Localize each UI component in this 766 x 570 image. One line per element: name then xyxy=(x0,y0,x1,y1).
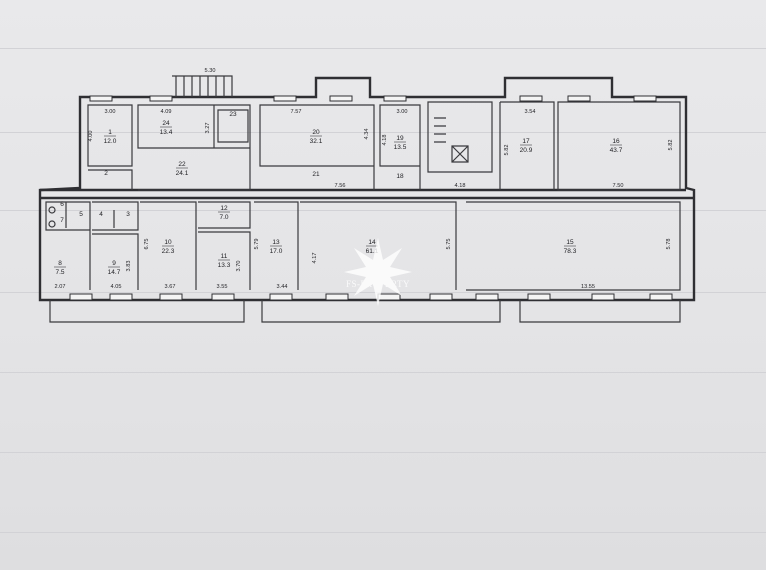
room-area-19: 13.5 xyxy=(394,144,407,151)
room-number-21: 21 xyxy=(312,171,320,178)
room-area-13: 17.0 xyxy=(270,248,283,255)
dimension-label: 7.57 xyxy=(291,109,302,115)
room-number-20: 20 xyxy=(312,129,320,136)
room-number-1: 1 xyxy=(108,129,112,136)
sink-icon xyxy=(48,206,56,214)
room-number-7: 7 xyxy=(60,217,64,224)
dimension-label: 6.75 xyxy=(144,239,150,250)
room-number-17: 17 xyxy=(522,138,530,145)
room-number-8: 8 xyxy=(58,260,62,267)
room-number-15: 15 xyxy=(566,239,574,246)
dimension-label: 4.00 xyxy=(88,131,94,142)
dimension-label: 5.79 xyxy=(254,239,260,250)
dimension-label: 3.55 xyxy=(217,284,228,290)
dimension-label: 3.00 xyxy=(397,109,408,115)
room-area-10: 22.3 xyxy=(162,248,175,255)
dimension-label: 5.82 xyxy=(504,145,510,156)
room-number-9: 9 xyxy=(112,260,116,267)
stair-symbol xyxy=(434,117,469,163)
window-set xyxy=(69,95,673,301)
room-labels: 112.023456787.5914.71022.31113.3127.0131… xyxy=(54,111,623,276)
room-number-23: 23 xyxy=(229,111,237,118)
room-number-19: 19 xyxy=(396,135,404,142)
room-number-12: 12 xyxy=(220,205,228,212)
room-area-9: 14.7 xyxy=(108,269,121,276)
dimension-label: 5.30 xyxy=(205,68,216,74)
room-number-16: 16 xyxy=(612,138,620,145)
upper-partitions xyxy=(87,101,681,191)
dimension-label: 7.56 xyxy=(335,183,346,189)
watermark-text: FS-PROPERTY xyxy=(346,279,410,289)
room-number-4: 4 xyxy=(99,211,103,218)
dimension-label: 4.05 xyxy=(111,284,122,290)
lower-partitions xyxy=(45,201,681,291)
dimension-label: 7.50 xyxy=(613,183,624,189)
dimension-labels: 5.303.004.004.093.277.574.343.004.183.54… xyxy=(55,68,674,290)
dimension-label: 3.70 xyxy=(236,261,242,272)
room-area-8: 7.5 xyxy=(55,269,64,276)
dimension-label: 2.07 xyxy=(55,284,66,290)
room-area-12: 7.0 xyxy=(219,214,228,221)
room-area-14: 61.1 xyxy=(366,248,379,255)
dimension-label: 13.55 xyxy=(581,284,595,290)
dimension-label: 4.18 xyxy=(382,135,388,146)
room-area-11: 13.3 xyxy=(218,262,231,269)
dimension-label: 4.18 xyxy=(455,183,466,189)
room-area-1: 12.0 xyxy=(104,138,117,145)
room-number-18: 18 xyxy=(396,173,404,180)
dimension-label: 3.00 xyxy=(105,109,116,115)
room-area-24: 13.4 xyxy=(160,129,173,136)
top-stair xyxy=(172,75,233,97)
dimension-label: 3.67 xyxy=(165,284,176,290)
room-number-10: 10 xyxy=(164,239,172,246)
dimension-label: 3.44 xyxy=(277,284,288,290)
room-number-11: 11 xyxy=(221,253,228,260)
dimension-label: 4.09 xyxy=(161,109,172,115)
room-area-15: 78.3 xyxy=(564,248,577,255)
dimension-label: 4.17 xyxy=(312,253,318,264)
room-number-6: 6 xyxy=(60,201,64,208)
outer-wall xyxy=(38,76,696,302)
watermark-logo: FS-PROPERTY xyxy=(344,238,412,306)
dimension-label: 3.27 xyxy=(205,123,211,134)
room-number-22: 22 xyxy=(178,161,186,168)
room-area-22: 24.1 xyxy=(176,170,189,177)
corridor-wall xyxy=(40,188,694,200)
room-area-16: 43.7 xyxy=(610,147,623,154)
dimension-label: 5.82 xyxy=(668,140,674,151)
room-number-24: 24 xyxy=(162,120,170,127)
dimension-label: 3.54 xyxy=(525,109,536,115)
dimension-label: 5.78 xyxy=(666,239,672,250)
room-area-17: 20.9 xyxy=(520,147,533,154)
room-number-5: 5 xyxy=(79,211,83,218)
dimension-label: 5.75 xyxy=(446,239,452,250)
room-number-3: 3 xyxy=(126,211,130,218)
room-number-14: 14 xyxy=(368,239,376,246)
room-number-2: 2 xyxy=(104,170,108,177)
room-number-13: 13 xyxy=(272,239,280,246)
dimension-label: 4.34 xyxy=(364,129,370,140)
room-area-20: 32.1 xyxy=(310,138,323,145)
dimension-label: 3.83 xyxy=(126,261,132,272)
bay-window xyxy=(49,300,681,323)
toilet-icon xyxy=(48,220,56,228)
